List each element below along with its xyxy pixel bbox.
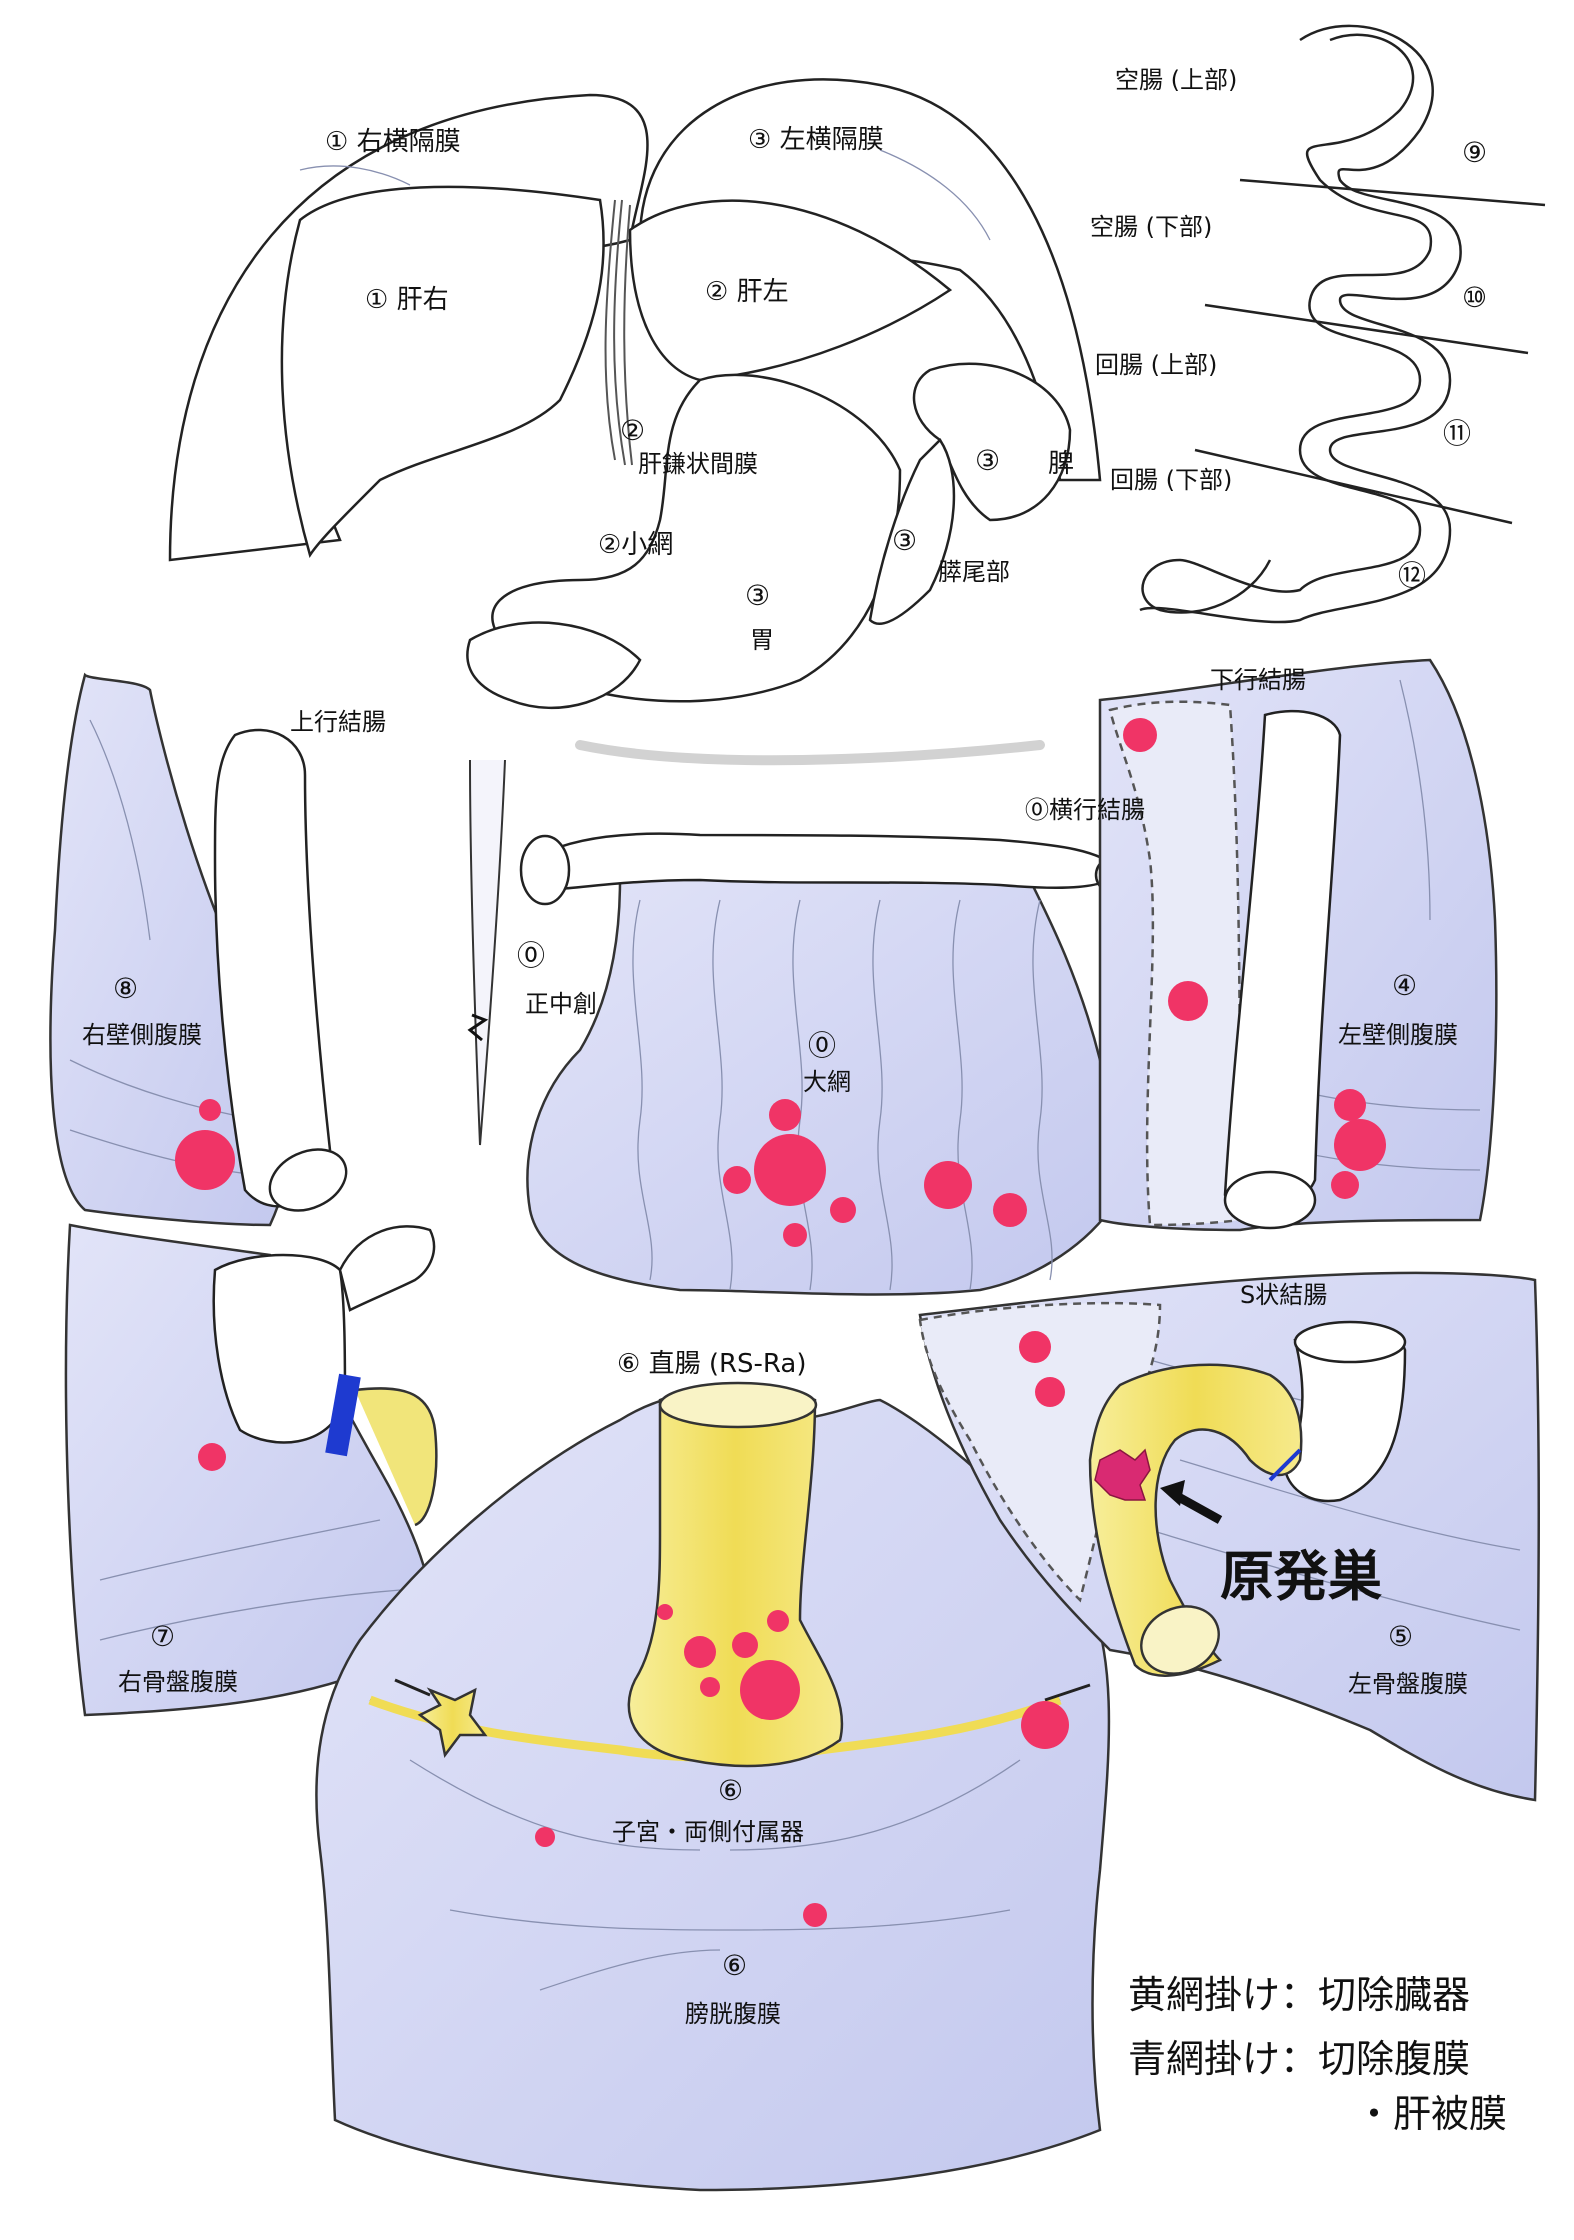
label-lesser-omentum: ②小網 — [598, 530, 673, 560]
label-primary: 原発巣 — [1220, 1545, 1382, 1608]
label-rectum: ⑥ 直腸 (RS-Ra) — [617, 1349, 807, 1379]
label-ileum-lower: 回腸 (下部) — [1110, 466, 1232, 494]
falciform-ligament — [604, 199, 633, 466]
label-stomach: 胃 — [750, 626, 774, 654]
label-jejunum-lower: 空腸 (下部) — [1090, 213, 1212, 241]
label-pancreas-tail-num: ③ — [892, 524, 917, 557]
label-uterus-num: ⑥ — [718, 1774, 743, 1807]
label-right-pelvic-num: ⑦ — [150, 1620, 175, 1653]
label-left-pelvic: 左骨盤腹膜 — [1348, 1670, 1468, 1698]
label-n12: ⑫ — [1398, 559, 1426, 592]
label-ileum-upper: 回腸 (上部) — [1095, 351, 1217, 379]
label-omentum-num: ⓪ — [808, 1029, 836, 1062]
labels: ① 右横隔膜 ③ 左横隔膜 ① 肝右 ② 肝左 ② 肝鎌状間膜 ②小網 ③ 胃 … — [82, 66, 1487, 2028]
label-omentum: 大網 — [803, 1068, 851, 1096]
label-left-pelvic-num: ⑤ — [1388, 1620, 1413, 1653]
label-stomach-num: ③ — [745, 579, 770, 612]
label-n11: ⑪ — [1443, 417, 1471, 450]
label-midline-num: ⓪ — [517, 939, 545, 972]
pancreas-tail — [868, 438, 956, 625]
pelvis-peritoneum — [315, 1392, 1111, 2192]
spleen — [912, 362, 1072, 522]
cecum-appendix — [212, 1225, 438, 1527]
label-uterus: 子宮・両側付属器 — [612, 1818, 804, 1846]
label-right-pelvic: 右骨盤腹膜 — [118, 1668, 238, 1696]
legend-blue-2: ・肝被膜 — [1355, 2092, 1507, 2136]
label-spleen: 脾 — [1048, 449, 1074, 479]
label-n9: ⑨ — [1462, 136, 1487, 169]
left-paracolic-dashed-area — [1108, 700, 1242, 1227]
primary-tumor-marker — [1094, 1448, 1223, 1524]
label-left-wall: 左壁側腹膜 — [1338, 1021, 1458, 1049]
midline-incision — [467, 759, 506, 1146]
label-descending-colon: 下行結腸 — [1210, 666, 1306, 694]
label-bladder: 膀胱腹膜 — [685, 2000, 781, 2028]
label-spleen-num: ③ — [975, 444, 1000, 477]
label-falciform-num: ② — [620, 414, 645, 447]
label-n10: ⑩ — [1462, 281, 1487, 314]
label-sigmoid: S状結腸 — [1240, 1281, 1327, 1309]
descending-colon — [1223, 709, 1342, 1230]
label-pancreas-tail: 膵尾部 — [938, 558, 1010, 586]
ascending-colon — [213, 728, 348, 1212]
small-intestine — [1139, 24, 1546, 624]
label-right-wall-num: ⑧ — [113, 972, 138, 1005]
label-bladder-num: ⑥ — [722, 1949, 747, 1982]
label-jejunum-upper: 空腸 (上部) — [1115, 66, 1237, 94]
label-midline: 正中創 — [525, 990, 597, 1018]
label-right-diaphragm: ① 右横隔膜 — [325, 127, 461, 157]
tumor-nodules — [175, 718, 1386, 1927]
greater-omentum — [526, 740, 1118, 1296]
label-ascending-colon: 上行結腸 — [290, 708, 386, 736]
label-falciform: 肝鎌状間膜 — [638, 450, 758, 478]
liver — [280, 185, 953, 558]
label-right-wall: 右壁側腹膜 — [82, 1021, 202, 1049]
label-left-diaphragm: ③ 左横隔膜 — [748, 125, 884, 155]
sigmoid-colon — [1088, 1320, 1407, 1677]
label-transverse-colon: ⓪横行結腸 — [1025, 796, 1145, 824]
label-liver-right: ① 肝右 — [365, 285, 449, 315]
label-liver-left: ② 肝左 — [705, 277, 789, 307]
legend-yellow: 黄網掛け：切除臓器 — [1128, 1973, 1470, 2017]
legend-blue-1: 青網掛け：切除腹膜 — [1128, 2037, 1470, 2081]
legend: 黄網掛け：切除臓器 青網掛け：切除腹膜 ・肝被膜 — [1128, 1973, 1507, 2136]
label-left-wall-num: ④ — [1392, 969, 1417, 1002]
stomach — [466, 373, 902, 709]
